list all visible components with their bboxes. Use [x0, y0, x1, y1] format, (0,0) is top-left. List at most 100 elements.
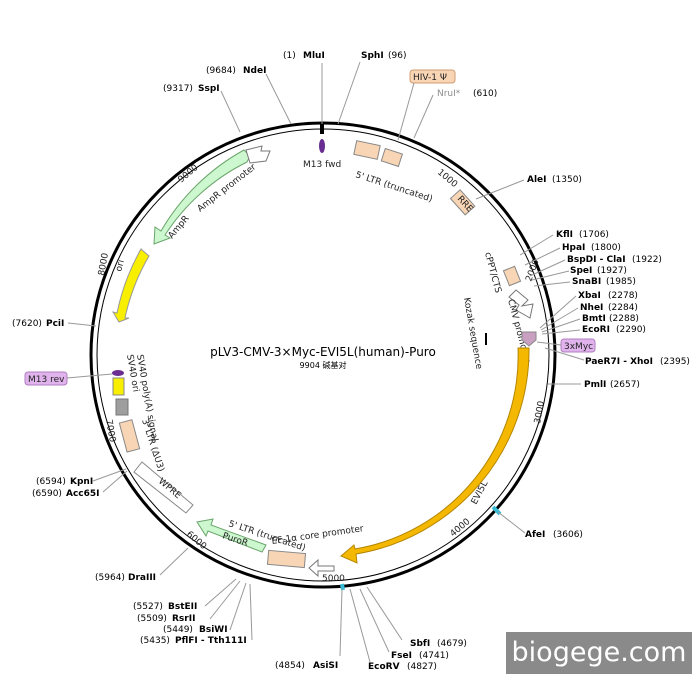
hiv-label: HIV-1 Ψ: [413, 73, 447, 83]
m13rev-label-box: [24, 371, 68, 386]
site-rsrii: RsrII: [172, 614, 195, 624]
site-sbfi: SbfI: [410, 639, 430, 649]
ltr5-label: 5' LTR (truncated): [354, 170, 434, 204]
sv40-ori-feature: [112, 377, 125, 396]
site-pcii-pos: (7620): [12, 319, 42, 329]
cppt-label: cPPT/CTS: [482, 251, 503, 294]
site-nrui-pos: (610): [473, 89, 497, 99]
site-bsiwi-pos: (5449): [163, 625, 193, 635]
m13fwd-tick: [320, 124, 324, 134]
plasmid-title: pLV3-CMV-3×Myc-EVI5L(human)-Puro: [210, 345, 436, 359]
puror-feature: [196, 518, 267, 553]
site-bspdi: BspDI - ClaI: [567, 255, 626, 265]
site-rsrii-pos: (5509): [137, 614, 167, 624]
tick-5000: 5000: [322, 574, 345, 584]
site-xbai: XbaI: [578, 291, 601, 301]
ampr-promoter-arrow: [245, 145, 271, 164]
sv40-polya-feature: [115, 398, 129, 416]
myc-feature: [521, 331, 537, 347]
ltr5-feature-b: [380, 147, 404, 168]
site-mlui: MluI: [303, 51, 325, 61]
m13fwd-primer: [319, 139, 325, 153]
ltr3-feature: [118, 419, 141, 453]
site-sspi-pos: (9317): [163, 84, 193, 94]
site-draiii: DraIII: [128, 573, 156, 583]
site-afei: AfeI: [525, 530, 545, 540]
site-alei: AleI: [527, 175, 547, 185]
kozak-label: Kozak sequence: [461, 297, 484, 371]
myc-label-box: [560, 338, 596, 353]
tick-7000: 7000: [103, 419, 117, 444]
myc-label: 3xMyc: [564, 342, 593, 352]
ef1a-arrow: [308, 558, 335, 578]
site-pmli: PmlI: [584, 380, 606, 390]
site-afei-pos: (3606): [553, 530, 583, 540]
site-nhei: NheI: [580, 303, 603, 313]
plasmid-size: 9904 碱基对: [300, 360, 347, 370]
site-bsteii-pos: (5527): [133, 602, 163, 612]
ltr5b-feature: [266, 549, 307, 569]
site-snabi-pos: (1985): [606, 277, 636, 287]
cmv-promoter-arrow: [508, 289, 534, 319]
site-nhei-pos: (2284): [608, 303, 638, 313]
site-fsei: FseI: [391, 651, 412, 661]
site-nrui: NruI*: [437, 89, 461, 99]
site-fsei-pos: (4741): [419, 651, 449, 661]
ltr5-feature-a: [353, 140, 381, 160]
ori-feature: [111, 248, 150, 323]
site-bmti: BmtI: [582, 314, 606, 324]
site-alei-pos: (1350): [552, 175, 582, 185]
site-acc65i: Acc65I: [66, 489, 100, 499]
hiv-label-box: [409, 69, 456, 84]
cppt-feature: [502, 265, 522, 287]
backbone-outer: [89, 121, 557, 589]
site-kfli: KflI: [556, 230, 573, 240]
site-sspi: SspI: [198, 84, 220, 94]
site-ecorv: EcoRV: [368, 662, 400, 672]
restriction-sites: (1) MluI SphI (96) (9684) NdeI (9317) Ss…: [12, 51, 690, 672]
site-bsiwi: BsiWI: [199, 625, 228, 635]
site-paer7i: PaeR7I - XhoI: [585, 357, 653, 367]
site-hpai-pos: (1800): [591, 243, 621, 253]
site-paer7i-pos: (2395): [660, 357, 690, 367]
wpre-feature: [133, 461, 194, 514]
site-bsteii: BstEII: [168, 602, 197, 612]
site-ecori: EcoRI: [582, 325, 610, 335]
m13rev-label: M13 rev: [28, 375, 65, 385]
site-sphi-pos: (96): [388, 51, 406, 61]
site-bmti-pos: (2288): [609, 314, 639, 324]
site-pmli-pos: (2657): [610, 380, 640, 390]
site-ecorv-pos: (4827): [407, 662, 437, 672]
site-pcii: PciI: [46, 319, 64, 329]
site-kfli-pos: (1706): [579, 230, 609, 240]
tick-8000: 8000: [97, 252, 111, 277]
site-kpni-pos: (6594): [36, 477, 66, 487]
watermark: biogege.com: [506, 632, 692, 674]
site-ecori-pos: (2290): [616, 325, 646, 335]
site-acc65i-pos: (6590): [32, 489, 62, 499]
site-kpni: KpnI: [70, 477, 93, 487]
site-sphi: SphI: [361, 51, 384, 61]
tick-1000: 1000: [435, 168, 459, 191]
site-sbfi-pos: (4679): [437, 639, 467, 649]
m13rev-leader: [66, 373, 113, 379]
rre-feature: [449, 189, 476, 216]
site-snabi: SnaBI: [572, 277, 601, 287]
site-pflfi: PflFI - Tth111I: [175, 636, 247, 646]
site-ndei: NdeI: [243, 66, 266, 76]
site-asisi: AsiSI: [313, 661, 338, 671]
evi5l-feature: [340, 347, 530, 564]
m13rev-primer: [112, 370, 124, 376]
site-spei-pos: (1927): [597, 266, 627, 276]
ampr-feature: [153, 149, 251, 245]
site-spei: SpeI: [570, 266, 592, 276]
site-ndei-pos: (9684): [206, 66, 236, 76]
site-bspdi-pos: (1922): [632, 255, 662, 265]
m13fwd-label: M13 fwd: [303, 160, 341, 170]
site-hpai: HpaI: [562, 243, 585, 253]
asisi-site-mark: [340, 583, 345, 591]
tick-3000: 3000: [533, 400, 547, 425]
myc-leader: [536, 341, 562, 346]
site-pflfi-pos: (5435): [140, 636, 170, 646]
